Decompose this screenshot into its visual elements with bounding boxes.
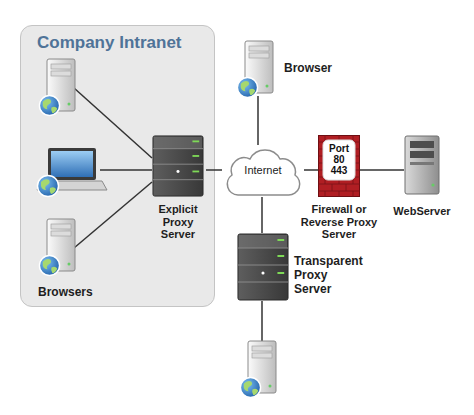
network-link (304, 169, 318, 171)
desktop-computer-icon (39, 59, 75, 116)
network-link (257, 96, 259, 145)
network-wires (74, 88, 262, 342)
rack-server-icon (238, 234, 288, 300)
network-link (360, 169, 404, 171)
node-label: Explicit Proxy Server (147, 203, 209, 241)
network-wire (100, 169, 152, 171)
desktop-computer-icon (237, 41, 273, 98)
explicit-proxy-server: Explicit Proxy Server (150, 135, 206, 197)
browser-computer: Browser (236, 40, 276, 96)
brick-joint (346, 184, 347, 191)
network-link (261, 197, 263, 233)
brick-joint (325, 191, 326, 197)
brick-joint (339, 191, 340, 197)
rack-server-icon (153, 136, 203, 196)
network-link (206, 169, 222, 171)
network-wire (74, 88, 152, 158)
laptop-icon (37, 148, 107, 197)
web-server-icon (405, 136, 439, 194)
cloud-label: Internet (222, 164, 304, 177)
brick-joint (332, 184, 333, 191)
intranet-group: Company IntranetExplicit Proxy Server (20, 25, 215, 307)
brick-joint (353, 191, 354, 197)
group-title: Company Intranet (37, 33, 207, 53)
node-label: Browser (284, 62, 354, 76)
network-wire (261, 301, 263, 342)
port-numbers: Port 80 443 (325, 143, 353, 176)
desktop-computer-icon (39, 219, 75, 276)
transparent-proxy-server: Transparent Proxy Server (236, 233, 290, 301)
internet-cloud: Internet (222, 145, 304, 197)
node-label: WebServer (387, 205, 457, 218)
desktop-computer-icon (240, 341, 276, 398)
node-label: Transparent Proxy Server (294, 255, 365, 296)
brick-wall (319, 136, 360, 197)
port-plate (323, 140, 355, 180)
node-label: Firewall or Reverse Proxy Server (298, 203, 380, 241)
web-server: WebServer (404, 135, 440, 195)
firewall: Port 80 443Firewall or Reverse Proxy Ser… (318, 135, 360, 197)
network-wire (74, 182, 152, 248)
